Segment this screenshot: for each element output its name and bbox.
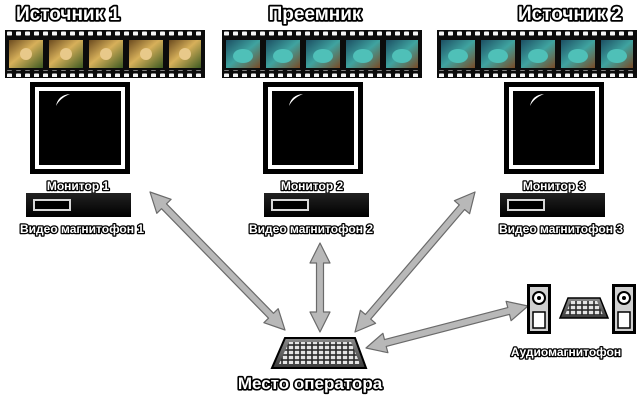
monitor-1-label: Монитор 1 bbox=[47, 179, 110, 193]
keyboard-icon bbox=[558, 297, 610, 319]
operator-place-label: Место оператора bbox=[238, 374, 383, 393]
arrow-vcr2-operator bbox=[309, 242, 331, 333]
monitor-icon bbox=[504, 82, 604, 174]
source-2-title: Источник 2 bbox=[518, 4, 622, 25]
film-strip-icon bbox=[5, 30, 205, 78]
vcr-1-label: Видео магнитофон 1 bbox=[20, 222, 144, 236]
audio-recorder-label: Аудиомагнитофон bbox=[511, 345, 621, 359]
monitor-icon bbox=[30, 82, 130, 174]
monitor-2-label: Монитор 2 bbox=[281, 179, 344, 193]
speaker-icon bbox=[611, 283, 637, 335]
film-strip-icon bbox=[437, 30, 637, 78]
vcr-icon bbox=[25, 192, 132, 218]
vcr-2-label: Видео магнитофон 2 bbox=[249, 222, 373, 236]
receiver-title: Преемник bbox=[269, 4, 362, 25]
arrow-vcr3-operator bbox=[354, 191, 476, 333]
vcr-icon bbox=[263, 192, 370, 218]
arrow-audio-operator bbox=[365, 300, 529, 354]
connection-arrows bbox=[149, 191, 529, 354]
monitor-icon bbox=[263, 82, 363, 174]
speaker-icon bbox=[526, 283, 552, 335]
source-1-title: Источник 1 bbox=[16, 4, 120, 25]
film-strip-icon bbox=[222, 30, 422, 78]
arrow-vcr1-operator bbox=[149, 191, 286, 331]
vcr-3-label: Видео магнитофон 3 bbox=[499, 222, 623, 236]
vcr-icon bbox=[499, 192, 606, 218]
keyboard-icon bbox=[270, 337, 368, 369]
monitor-3-label: Монитор 3 bbox=[523, 179, 586, 193]
